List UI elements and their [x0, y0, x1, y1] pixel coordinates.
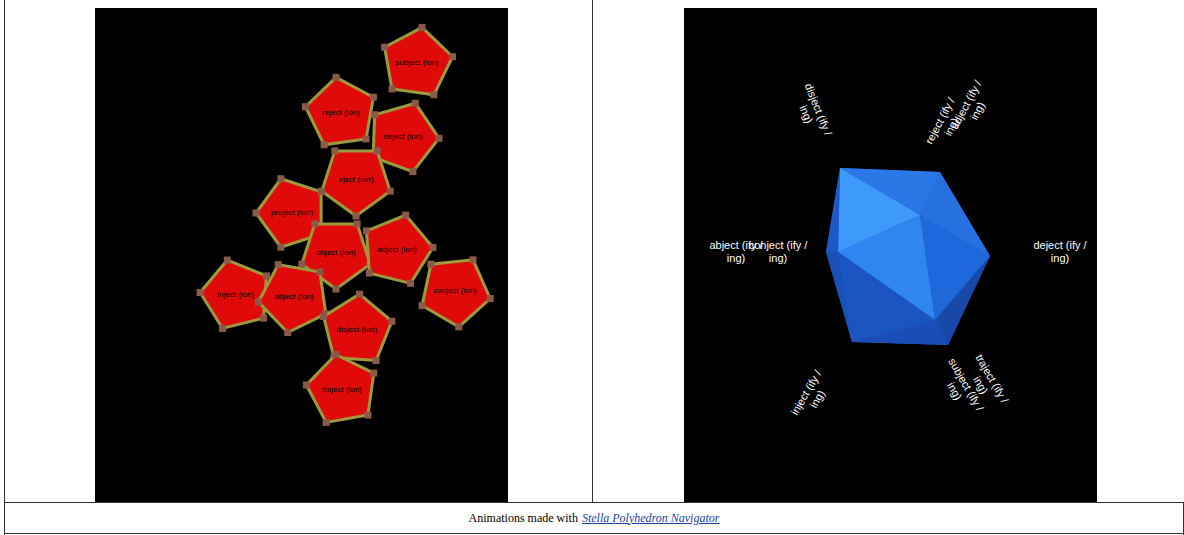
face-label: adject (ion)	[373, 245, 421, 255]
pentagon-face: reject (ion)	[303, 75, 379, 151]
face-label: inject (ion)	[212, 290, 260, 300]
face-label: eject (ion)	[332, 175, 380, 185]
pentagon-face: conject (ion)	[417, 253, 493, 329]
face-label: abject (ion)	[270, 292, 318, 302]
pentagon-face: subject (ion)	[379, 25, 455, 101]
face-label: project (ion)	[268, 208, 316, 218]
pentagon-face: adject (ion)	[359, 212, 435, 288]
vertex-label: conject (ify / ing)	[746, 239, 810, 265]
caption-text: Animations made with	[469, 511, 578, 526]
face-label: object (ion)	[312, 248, 360, 258]
caption-row: Animations made with Stella Polyhedron Na…	[4, 504, 1184, 532]
vertex-label: deject (ify / ing)	[1028, 239, 1092, 265]
pentagon-face: eject (ion)	[318, 142, 394, 218]
link-text: Stella Polyhedron Navigator	[582, 511, 720, 526]
pentagon-face: disject (ion)	[319, 292, 395, 368]
face-label: subject (ion)	[393, 58, 441, 68]
face-label: deject (ion)	[379, 132, 427, 142]
face-label: traject (ion)	[318, 385, 366, 395]
pentagon-face: traject (ion)	[304, 352, 380, 428]
face-label: disject (ion)	[333, 325, 381, 335]
pentagon-face: abject (ion)	[256, 259, 332, 335]
black-panel	[95, 8, 508, 502]
face-label: reject (ion)	[317, 108, 365, 118]
face-label: conject (ion)	[431, 286, 479, 296]
